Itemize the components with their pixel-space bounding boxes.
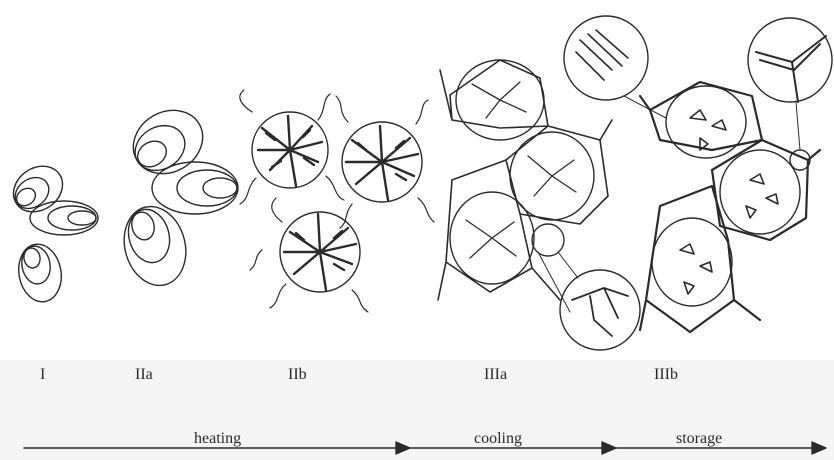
network-IIIb	[640, 82, 820, 332]
magnifier-origin-IIIa	[532, 224, 564, 256]
stage-IIb-granules	[240, 90, 434, 312]
zoom-circle-IIIb-left	[564, 16, 648, 100]
granule-IIb-3	[250, 198, 368, 312]
stage-label-IIb: IIb	[288, 366, 307, 384]
arrowhead-heating	[396, 442, 410, 454]
granule-I-1	[5, 157, 72, 221]
network-IIIa	[438, 60, 612, 300]
granule-IIa-2	[152, 162, 238, 214]
stage-label-IIa: IIa	[135, 366, 153, 384]
stage-label-IIIa: IIIa	[484, 366, 507, 384]
granule-IIa-1	[122, 98, 214, 186]
granule-IIb-2	[336, 96, 434, 228]
granule-IIb-1	[240, 90, 344, 204]
stage-IIIa-gel	[438, 60, 640, 350]
stage-label-I: I	[40, 366, 45, 384]
granule-I-2	[30, 201, 98, 235]
arrowhead-storage	[812, 442, 826, 454]
granule-I-3	[14, 241, 65, 305]
stage-label-IIIb: IIIb	[654, 366, 678, 384]
stage-I-granules	[5, 157, 98, 305]
phase-label-cooling: cooling	[474, 430, 522, 448]
phase-label-heating: heating	[194, 430, 241, 448]
arrowhead-cooling	[602, 442, 616, 454]
zoom-circle-IIIa	[560, 270, 640, 350]
stage-IIa-granules	[116, 98, 238, 292]
phase-label-storage: storage	[676, 430, 722, 448]
